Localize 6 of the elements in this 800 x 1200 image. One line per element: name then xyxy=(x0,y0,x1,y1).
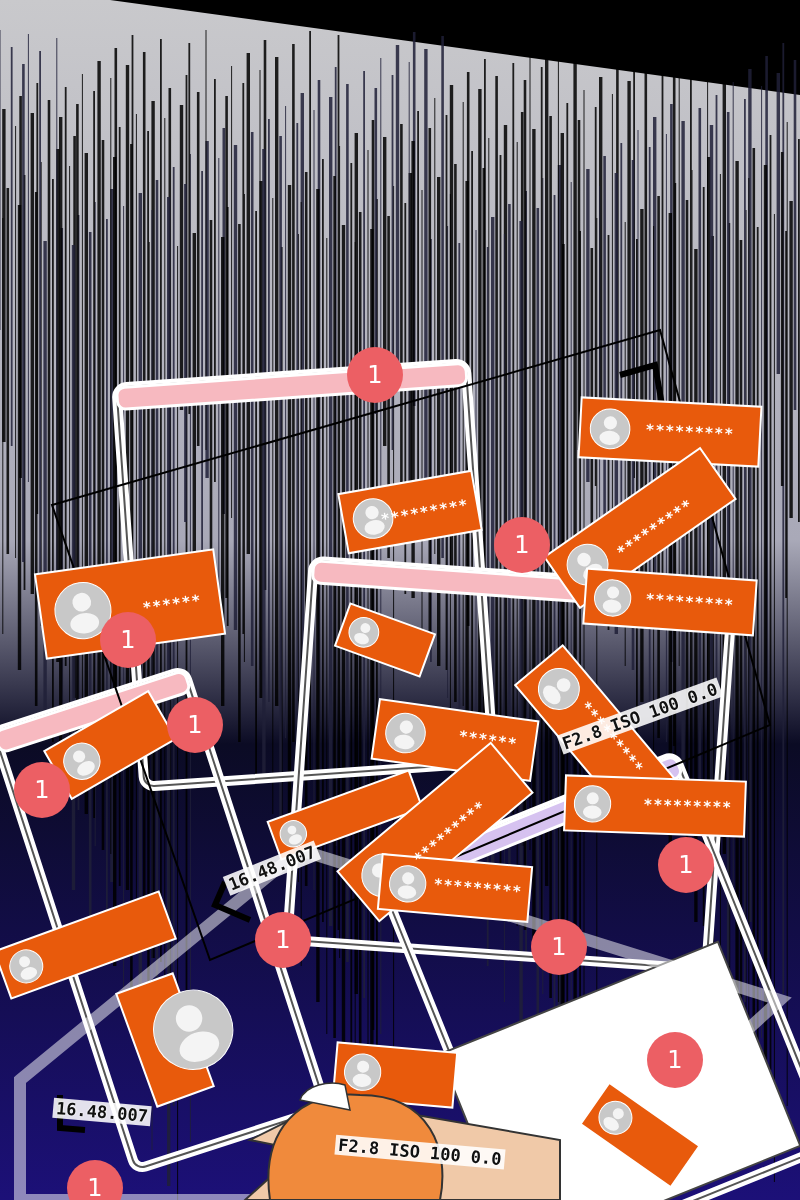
masked-password-text: ********* xyxy=(645,589,735,615)
masked-password-text: ********* xyxy=(432,875,523,901)
masked-password-text: ********* xyxy=(645,420,735,444)
masked-password-text: ********* xyxy=(643,795,733,817)
masked-password-text: ****** xyxy=(457,727,519,753)
masked-password-text: ********* xyxy=(379,495,470,529)
